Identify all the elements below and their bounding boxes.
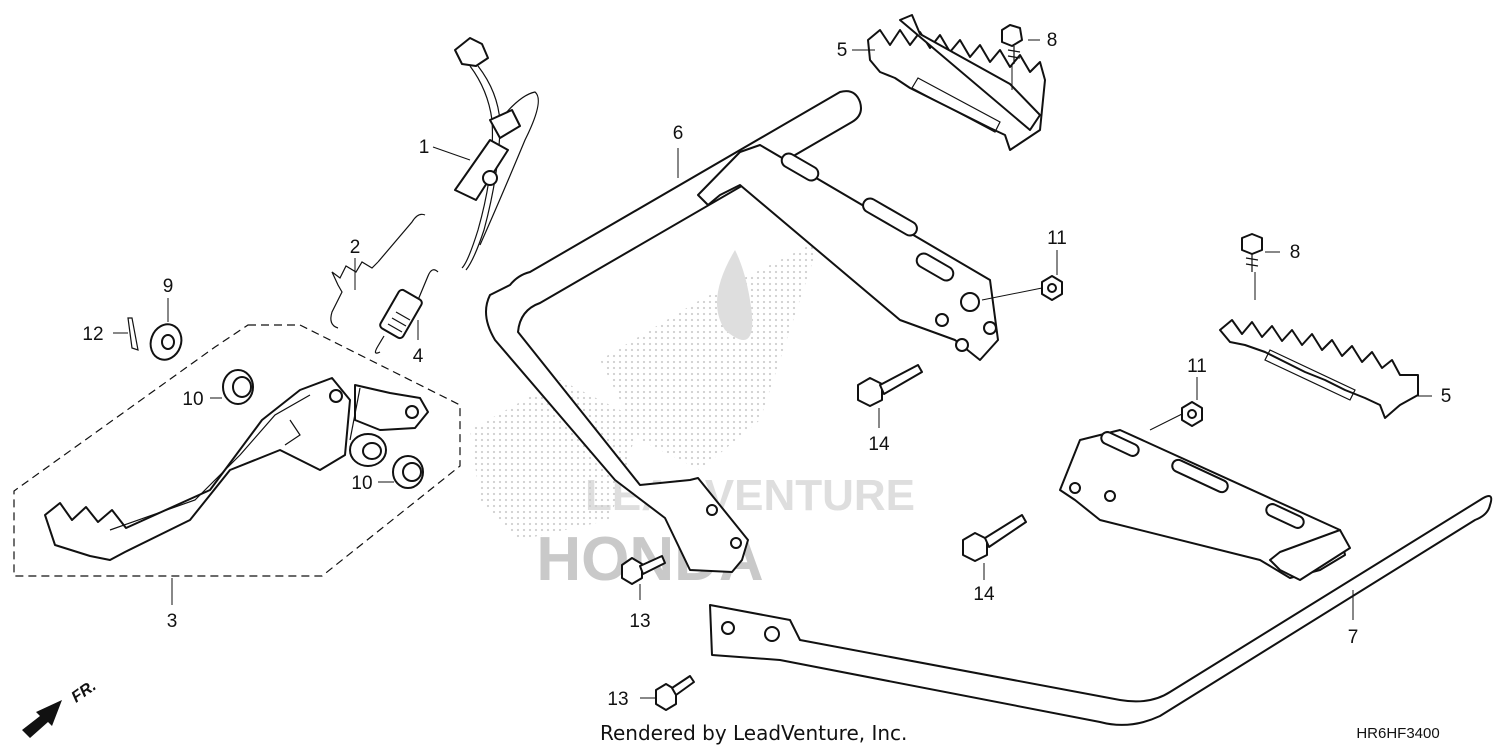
bolt-14-upper [857, 364, 923, 407]
callout-7: 7 [1348, 627, 1359, 648]
nut-11-upper [1041, 275, 1063, 301]
callout-6: 6 [673, 123, 684, 144]
front-direction-arrow: FR. [22, 678, 99, 738]
callout-13-upper: 13 [629, 611, 650, 632]
callout-10-lower: 10 [351, 473, 372, 494]
brake-switch-harness [454, 37, 539, 271]
footrest-bar-right [709, 429, 1493, 726]
callout-14-upper: 14 [868, 434, 890, 455]
bolt-13-upper [621, 555, 666, 585]
callout-12: 12 [82, 324, 103, 345]
cotter-pin-12 [127, 317, 139, 351]
spring-2 [330, 213, 426, 329]
bolt-14-lower [962, 514, 1027, 562]
callout-labels: 1 2 3 4 5 5 6 7 8 8 9 10 10 11 11 12 13 … [82, 30, 1451, 710]
spring-4 [374, 269, 439, 354]
callout-11-upper: 11 [1047, 228, 1067, 249]
callout-10-upper: 10 [182, 389, 203, 410]
callout-5-upper: 5 [837, 40, 848, 61]
bushing-10-lower [392, 455, 424, 489]
bolt-13-lower [655, 675, 695, 711]
front-direction-label: FR. [69, 678, 100, 707]
footer-credit: Rendered by LeadVenture, Inc. [600, 721, 907, 745]
pedal-group-outline [13, 324, 461, 577]
callout-14-lower: 14 [973, 584, 995, 605]
washer-9 [149, 323, 183, 361]
watermark: HONDA LEADVENTURE [470, 240, 915, 594]
bolt-8-upper [1001, 24, 1023, 64]
callout-11-lower: 11 [1187, 356, 1207, 377]
callout-5-lower: 5 [1441, 386, 1452, 407]
footrest-bar-left [485, 90, 999, 573]
callout-1: 1 [419, 137, 430, 158]
callout-13-lower: 13 [607, 689, 628, 710]
callout-2: 2 [350, 237, 361, 258]
step-plate-lower [1219, 319, 1419, 419]
brake-pedal [44, 377, 429, 561]
leader-lines [113, 39, 1432, 699]
step-plate-upper [867, 14, 1046, 151]
diagram-code: HR6HF3400 [1356, 725, 1439, 742]
callout-8-lower: 8 [1290, 242, 1301, 263]
callout-8-upper: 8 [1047, 30, 1058, 51]
callout-3: 3 [167, 611, 178, 632]
callout-4: 4 [413, 346, 424, 367]
bolt-8-lower [1241, 233, 1263, 272]
callout-9: 9 [163, 276, 174, 297]
nut-11-lower [1181, 401, 1203, 427]
bushing-10-upper [222, 369, 254, 405]
